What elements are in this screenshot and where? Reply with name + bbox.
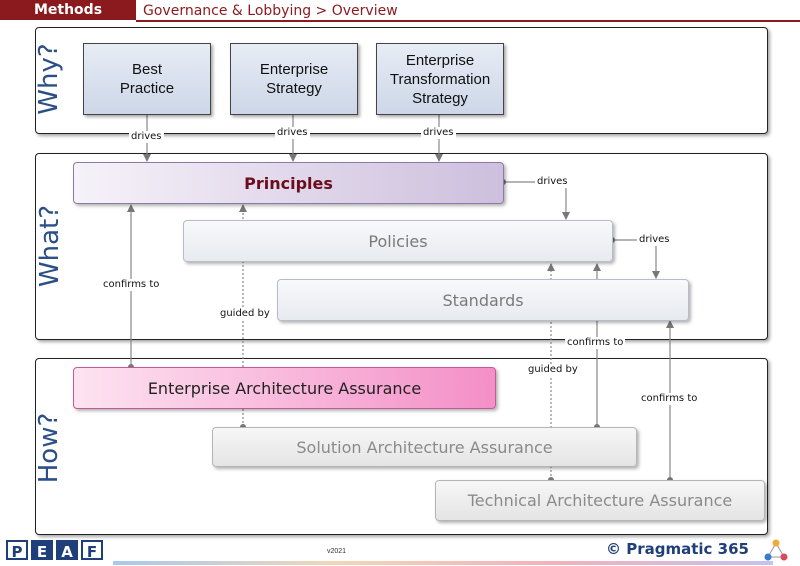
logo-letter-e: E xyxy=(31,540,53,561)
guided-by-label-2: guided by xyxy=(526,364,580,376)
peaf-logo: P E A F xyxy=(6,540,103,561)
section-tab: Methods xyxy=(0,0,136,20)
breadcrumb: Governance & Lobbying > Overview xyxy=(143,3,398,19)
guided-by-label-1: guided by xyxy=(218,308,272,320)
logo-letter-p: P xyxy=(6,540,28,561)
principles-box: Principles xyxy=(73,162,504,204)
drives-label-3: drives xyxy=(421,127,456,139)
confirms-to-label-1: confirms to xyxy=(101,279,162,291)
policies-box: Policies xyxy=(183,220,613,262)
standards-box: Standards xyxy=(277,279,689,321)
technical-architecture-assurance-box: Technical Architecture Assurance xyxy=(435,480,765,521)
confirms-to-label-2: confirms to xyxy=(565,337,626,349)
solution-architecture-assurance-box: Solution Architecture Assurance xyxy=(212,427,637,467)
logo-letter-a: A xyxy=(56,540,78,561)
drives-label-5: drives xyxy=(637,234,672,246)
confirms-to-label-3: confirms to xyxy=(639,393,700,405)
drives-label-1: drives xyxy=(129,131,164,143)
drives-label-4: drives xyxy=(535,176,570,188)
version-text: v2021 xyxy=(327,548,347,555)
enterprise-architecture-assurance-box: Enterprise Architecture Assurance xyxy=(73,367,496,409)
drives-label-2: drives xyxy=(275,127,310,139)
pragmatic-logo-icon xyxy=(764,539,788,561)
footer-gradient-rule xyxy=(113,561,773,565)
brand-text: © Pragmatic 365 xyxy=(606,540,749,558)
logo-letter-f: F xyxy=(81,540,103,561)
header-rule xyxy=(136,20,800,22)
